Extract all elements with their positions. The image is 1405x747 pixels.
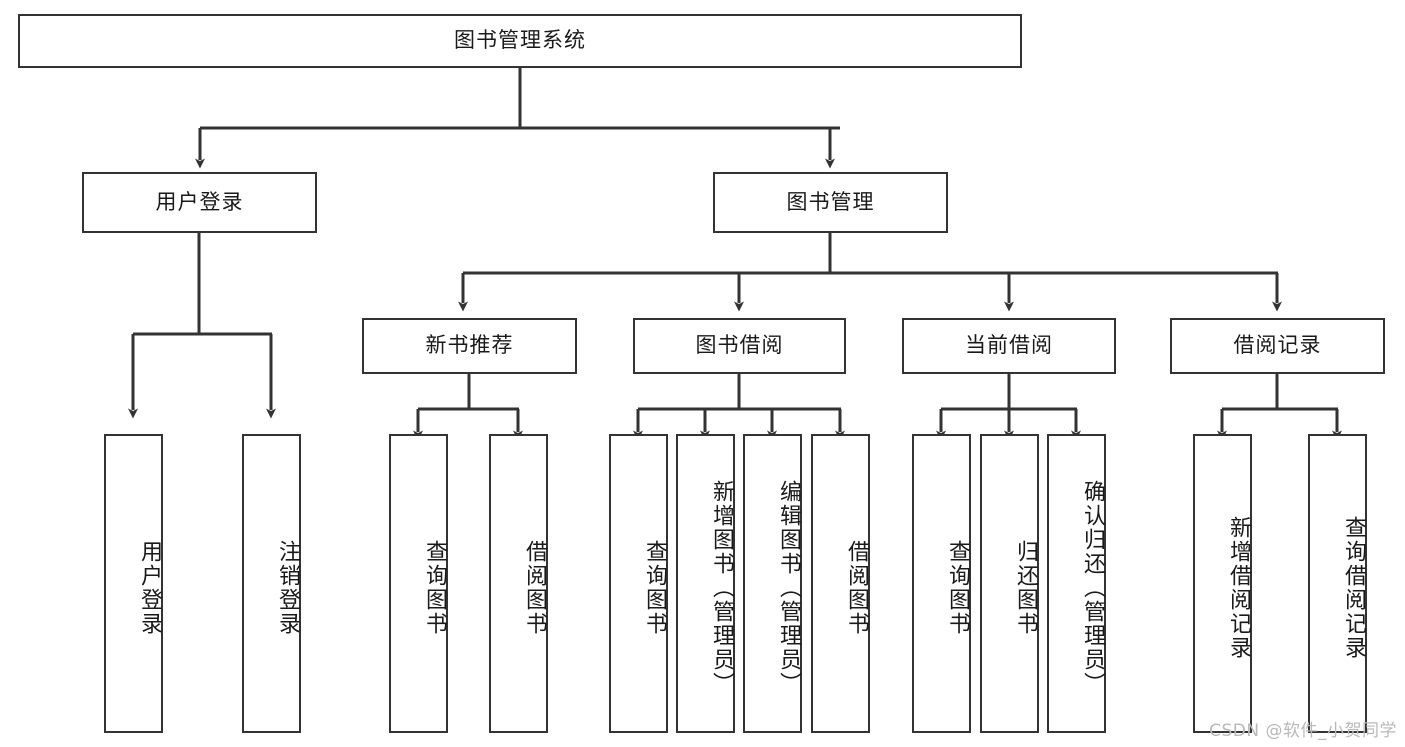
node-leaf-add-book-admin[interactable]: 新增图书（管理员）: [676, 434, 735, 733]
node-leaf-query-borrow-record[interactable]: 查询借阅记录: [1308, 434, 1367, 733]
node-leaf-borrow-book-1[interactable]: 借阅图书: [489, 434, 548, 733]
node-user-login[interactable]: 用户登录: [82, 172, 317, 233]
node-leaf-query-book-1[interactable]: 查询图书: [389, 434, 448, 733]
node-leaf-query-book-1-label: 查询图书: [422, 539, 447, 636]
csdn-watermark: CSDN @软件_小贺同学: [1209, 721, 1397, 741]
node-leaf-return-book-label: 归还图书: [1013, 539, 1038, 636]
node-borrow-records-label: 借阅记录: [1233, 333, 1322, 358]
node-leaf-query-book-3[interactable]: 查询图书: [912, 434, 971, 733]
node-leaf-add-borrow-record[interactable]: 新增借阅记录: [1193, 434, 1252, 733]
node-leaf-confirm-return-admin[interactable]: 确认归还（管理员）: [1047, 434, 1106, 733]
node-leaf-query-borrow-record-label: 查询借阅记录: [1341, 515, 1366, 660]
node-leaf-user-login[interactable]: 用户登录: [104, 434, 163, 733]
node-new-book-recommend[interactable]: 新书推荐: [362, 318, 577, 374]
node-leaf-query-book-2-label: 查询图书: [642, 539, 667, 636]
node-leaf-return-book[interactable]: 归还图书: [980, 434, 1039, 733]
node-root-label: 图书管理系统: [454, 28, 586, 53]
node-leaf-confirm-return-admin-label: 确认归还（管理员）: [1080, 479, 1105, 696]
node-root[interactable]: 图书管理系统: [18, 14, 1022, 68]
node-leaf-borrow-book-2[interactable]: 借阅图书: [811, 434, 870, 733]
node-leaf-query-book-3-label: 查询图书: [945, 539, 970, 636]
node-user-login-label: 用户登录: [155, 189, 244, 214]
node-leaf-add-borrow-record-label: 新增借阅记录: [1226, 515, 1251, 660]
node-leaf-add-book-admin-label: 新增图书（管理员）: [709, 479, 734, 696]
node-leaf-logout[interactable]: 注销登录: [242, 434, 301, 733]
node-book-borrow-label: 图书借阅: [695, 333, 784, 358]
node-leaf-borrow-book-1-label: 借阅图书: [522, 539, 547, 636]
node-current-borrow-label: 当前借阅: [965, 333, 1053, 358]
node-borrow-records[interactable]: 借阅记录: [1170, 318, 1385, 374]
node-current-borrow[interactable]: 当前借阅: [902, 318, 1116, 374]
node-book-management[interactable]: 图书管理: [713, 172, 948, 233]
node-leaf-edit-book-admin-label: 编辑图书（管理员）: [776, 479, 801, 696]
node-book-borrow[interactable]: 图书借阅: [633, 318, 846, 374]
node-leaf-query-book-2[interactable]: 查询图书: [609, 434, 668, 733]
node-leaf-borrow-book-2-label: 借阅图书: [844, 539, 869, 636]
node-leaf-logout-label: 注销登录: [275, 539, 300, 636]
node-book-management-label: 图书管理: [786, 189, 875, 214]
node-leaf-edit-book-admin[interactable]: 编辑图书（管理员）: [743, 434, 802, 733]
node-new-book-recommend-label: 新书推荐: [425, 333, 514, 358]
node-leaf-user-login-label: 用户登录: [137, 539, 162, 636]
